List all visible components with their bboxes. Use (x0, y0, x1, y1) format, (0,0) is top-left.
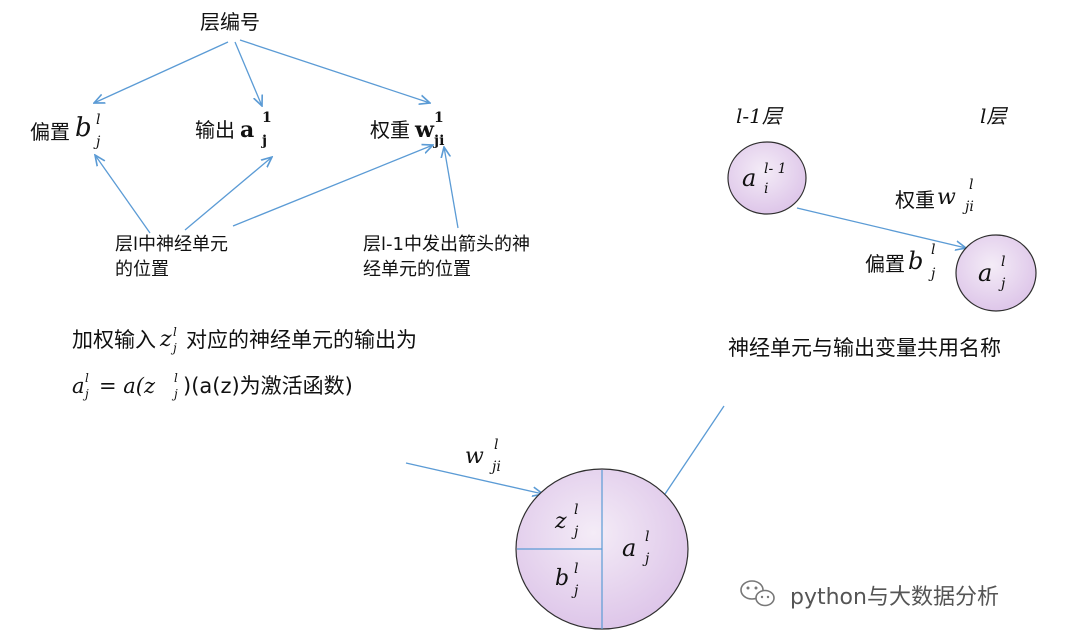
bottom-z-term: z l j (555, 503, 595, 543)
arrow-prev-to-cur-neuron (796, 207, 966, 248)
weight-symbol: w (415, 117, 434, 143)
arrow-position-to-weight (232, 145, 433, 227)
neuron-cur-label: a l j (978, 253, 1028, 293)
output-line (664, 405, 725, 495)
weight-superscript: 1 (434, 110, 444, 126)
output-label: 输出 (195, 118, 235, 142)
formula-eq-superscript: l (174, 371, 178, 385)
bias-term: 偏置 b l j (30, 113, 120, 153)
arrow-position-to-bias (95, 155, 151, 234)
weight-label: 权重 (370, 118, 410, 142)
neuron-cur (955, 234, 1037, 312)
right-bias-superscript: l (931, 242, 936, 258)
right-weight-term: 权重 w l ji (895, 178, 1005, 218)
formula-z-superscript: l (173, 325, 177, 339)
neuron-prev-symbol: a (742, 164, 757, 192)
layer-cur-label: l层 (980, 104, 1007, 128)
formula-line2: a l j = a(z l j )(a(z)为激活函数) (72, 370, 392, 406)
bottom-b-symbol: b (555, 566, 570, 591)
arrow-source-to-weight (444, 147, 459, 229)
arrow-position-to-output (184, 157, 272, 231)
output-subscript: j (262, 133, 268, 149)
right-weight-symbol: w (937, 185, 956, 210)
arrow-input-weight (405, 462, 543, 494)
bottom-b-superscript: l (574, 561, 579, 577)
output-superscript: 1 (262, 110, 272, 126)
right-bias-symbol: b (908, 247, 924, 275)
neuron-cur-subscript: j (1001, 276, 1006, 292)
bottom-weight-symbol: w (465, 444, 484, 469)
formula-prefix: 加权输入 (72, 328, 156, 352)
formula-a-symbol: a (72, 374, 85, 398)
layer-number-label: 层编号 (200, 10, 260, 34)
bottom-b-subscript: j (574, 583, 579, 599)
right-bias-term: 偏置 b l j (865, 243, 955, 283)
neuron-prev (727, 141, 807, 215)
bottom-z-subscript: j (574, 524, 579, 540)
formula-z-subscript: j (173, 341, 177, 355)
layer-prev-label: l-1层 (736, 104, 782, 128)
bias-superscript: l (96, 112, 101, 128)
formula-line1: 加权输入 z l j 对应的神经单元的输出为 (72, 326, 492, 360)
neuron-prev-superscript: l- 1 (764, 161, 787, 177)
bottom-weight-subscript: ji (492, 459, 501, 475)
arrow-layer-to-output (234, 41, 262, 106)
watermark-text: python与大数据分析 (790, 585, 999, 610)
formula-eq-close: )(a(z)为激活函数) (183, 374, 353, 398)
neuron-position-line1: 层l中神经单元 (115, 234, 229, 255)
bottom-a-superscript: l (645, 529, 650, 545)
bottom-weight-superscript: l (494, 437, 499, 453)
bias-subscript: j (96, 134, 101, 150)
bottom-weight-term: w l ji (465, 438, 525, 478)
bottom-z-symbol: z (555, 509, 567, 534)
formula-a-subscript: j (85, 387, 89, 401)
arrow-source-line1: 层l-1中发出箭头的神 (363, 234, 530, 255)
formula-eq-part: = a(z (99, 374, 156, 398)
formula-z-symbol: z (160, 327, 172, 352)
right-weight-label: 权重 (895, 188, 935, 212)
formula-eq-subscript: j (174, 387, 178, 401)
wechat-icon (740, 580, 775, 607)
formula-suffix: 对应的神经单元的输出为 (186, 328, 417, 352)
arrow-layer-to-weight (239, 39, 430, 103)
bias-symbol: b (75, 113, 92, 143)
bottom-a-symbol: a (622, 534, 637, 562)
bottom-a-term: a l j (622, 530, 662, 570)
bottom-b-term: b l j (555, 562, 595, 602)
output-symbol: a (240, 117, 255, 143)
neuron-cur-symbol: a (978, 259, 993, 287)
formula-a-superscript: l (85, 371, 89, 385)
right-bias-subscript: j (931, 266, 936, 282)
output-term: 输出 a 1 j (195, 110, 285, 150)
neuron-position-line2: 的位置 (115, 259, 169, 280)
bottom-z-superscript: l (574, 502, 579, 518)
neuron-cur-superscript: l (1001, 254, 1006, 270)
neuron-prev-subscript: i (764, 181, 769, 197)
bias-label: 偏置 (30, 120, 70, 144)
weight-subscript: ji (434, 133, 445, 149)
right-bias-label: 偏置 (865, 252, 905, 276)
neuron-prev-label: a l- 1 i (742, 158, 802, 198)
arrow-source-line2: 经单元的位置 (363, 259, 471, 280)
arrow-layer-to-bias (94, 41, 229, 103)
right-weight-superscript: l (969, 177, 974, 193)
bottom-a-subscript: j (645, 551, 650, 567)
right-weight-subscript: ji (965, 199, 974, 215)
weight-term: 权重 w 1 ji (370, 110, 470, 150)
right-diagram-caption: 神经单元与输出变量共用名称 (728, 336, 1001, 360)
